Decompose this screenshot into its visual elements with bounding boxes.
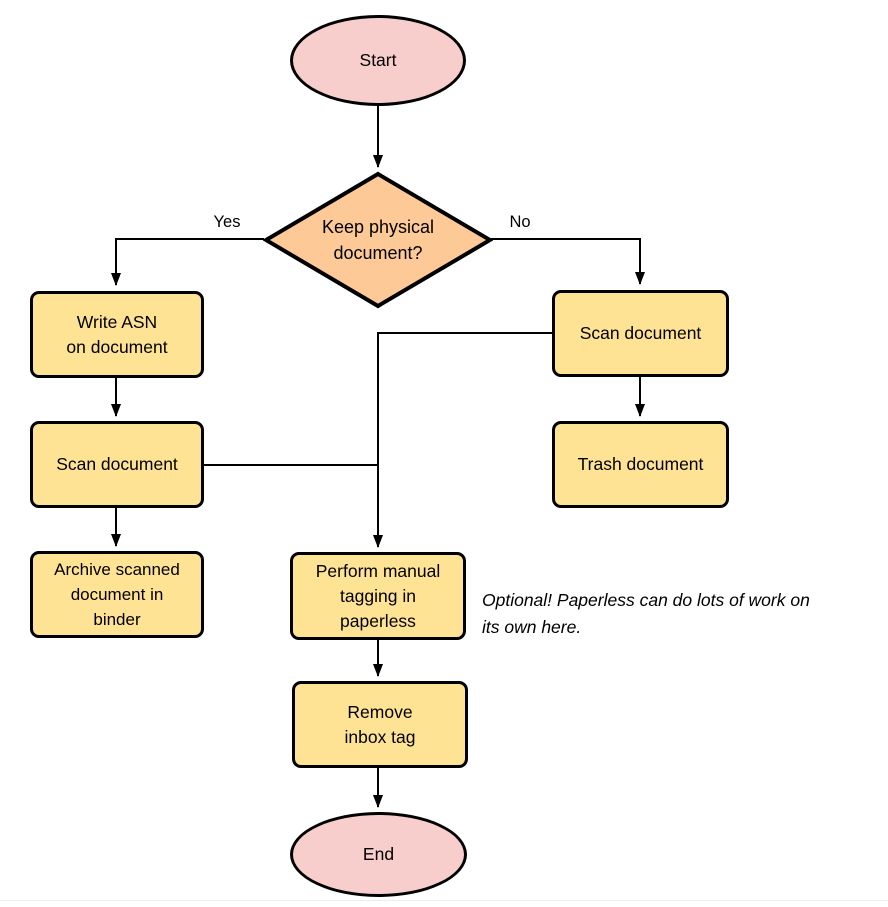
- node-scan-document-right-label: Scan document: [579, 323, 702, 343]
- node-start: Start: [290, 15, 466, 106]
- node-scan-document-left-label: Scan document: [56, 454, 178, 474]
- edge-decision-no: [491, 238, 645, 285]
- edge-label-no: No: [509, 213, 531, 231]
- node-end: End: [290, 812, 467, 897]
- node-scan-document-right: Scan document: [552, 290, 729, 377]
- node-decision: Keep physical document?: [263, 171, 493, 309]
- node-manual-tagging-label: Perform manual tagging in paperless: [315, 560, 441, 631]
- node-trash-document-label: Trash document: [577, 454, 704, 474]
- bottom-hairline: [0, 900, 888, 901]
- node-archive-document: Archive scanned document in binder: [30, 551, 204, 638]
- node-remove-inbox-tag: Remove inbox tag: [292, 681, 468, 768]
- node-trash-document: Trash document: [552, 421, 729, 508]
- node-remove-inbox-tag-label: Remove inbox tag: [344, 701, 416, 747]
- node-scan-document-left: Scan document: [30, 421, 204, 508]
- node-decision-label: Keep physical document?: [321, 217, 435, 263]
- node-write-asn-label: Write ASN on document: [66, 311, 168, 357]
- node-start-label: Start: [359, 50, 397, 70]
- node-end-label: End: [362, 844, 395, 864]
- edge-decision-yes: [111, 238, 264, 286]
- annotation-optional-note: Optional! Paperless can do lots of work …: [482, 590, 810, 637]
- edge-scanright-to-tagging: [373, 332, 552, 548]
- node-write-asn: Write ASN on document: [30, 291, 204, 378]
- diamond-shape: [263, 171, 493, 309]
- edge-label-yes: Yes: [213, 213, 241, 231]
- node-archive-document-label: Archive scanned document in binder: [54, 560, 180, 629]
- node-manual-tagging: Perform manual tagging in paperless: [290, 552, 466, 640]
